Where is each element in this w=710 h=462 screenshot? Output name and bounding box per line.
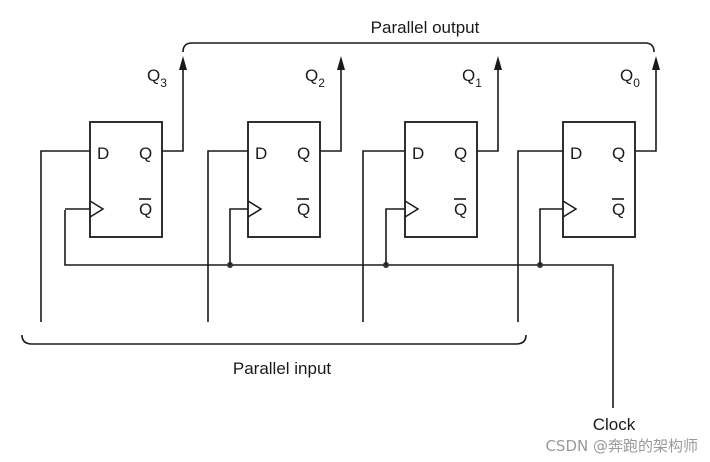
q-pin-label: Q	[139, 144, 152, 163]
output-arrow-icon	[494, 56, 502, 70]
clock-input-triangle	[404, 200, 420, 218]
clock-line	[64, 210, 614, 408]
d-pin-label: D	[570, 144, 582, 163]
flip-flop-2: D Q Q Q2	[207, 56, 345, 322]
q-output-wire	[635, 66, 657, 152]
qbar-pin-label: Q	[297, 200, 310, 219]
flip-flop-body	[89, 121, 163, 238]
output-label-q1: Q1	[462, 66, 482, 90]
q-output-wire	[162, 66, 184, 152]
flip-flop-0: D Q Q Q0	[517, 56, 660, 322]
flip-flop-1: D Q Q Q1	[362, 56, 502, 322]
clock-branch-wire	[539, 208, 563, 265]
d-input-wire	[517, 150, 563, 322]
qbar-pin-label: Q	[612, 200, 625, 219]
output-arrow-icon	[652, 56, 660, 70]
clock-branch-wire	[385, 208, 405, 265]
clock-input-triangle	[89, 200, 105, 218]
parallel-input-brace	[21, 334, 527, 345]
parallel-input-label: Parallel input	[233, 359, 332, 378]
flip-flop-body	[247, 121, 321, 238]
qbar-pin-label: Q	[139, 200, 152, 219]
d-input-wire	[207, 150, 248, 322]
output-label-q3: Q3	[147, 66, 167, 90]
output-label-q2: Q2	[305, 66, 325, 90]
q-pin-label: Q	[454, 144, 467, 163]
clock-label: Clock	[593, 415, 636, 434]
q-pin-label: Q	[612, 144, 625, 163]
parallel-output-brace	[182, 42, 655, 53]
q-output-wire	[477, 66, 499, 152]
flip-flop-body	[562, 121, 636, 238]
flip-flop-3: D Q Q Q3	[40, 56, 187, 322]
d-pin-label: D	[412, 144, 424, 163]
flip-flop-body	[404, 121, 478, 238]
clock-branch-wire	[229, 208, 248, 265]
output-label-q0: Q0	[620, 66, 640, 90]
watermark: CSDN @奔跑的架构师	[545, 437, 698, 455]
parallel-output-label: Parallel output	[371, 18, 480, 37]
clock-input-triangle	[247, 200, 263, 218]
d-input-wire	[362, 150, 405, 322]
q-pin-label: Q	[297, 144, 310, 163]
qbar-pin-label: Q	[454, 200, 467, 219]
d-pin-label: D	[97, 144, 109, 163]
output-arrow-icon	[337, 56, 345, 70]
clock-input-triangle	[562, 200, 578, 218]
d-pin-label: D	[255, 144, 267, 163]
output-arrow-icon	[179, 56, 187, 70]
d-input-wire	[40, 150, 90, 322]
q-output-wire	[320, 66, 342, 152]
